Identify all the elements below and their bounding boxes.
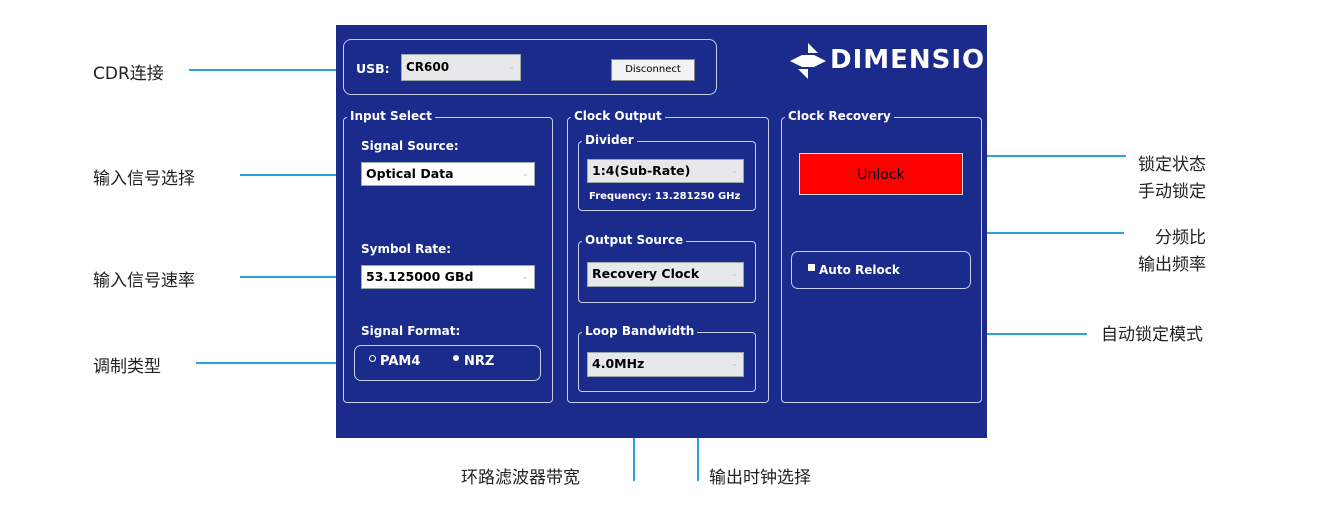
chevron-down-icon: ⌄ [521, 169, 529, 179]
annotation-output-frequency: 输出频率 [1138, 255, 1206, 275]
leader-line [240, 174, 362, 176]
checkbox-icon [808, 264, 815, 271]
leader-line [196, 362, 356, 364]
clock-output-title: Clock Output [571, 109, 665, 123]
symbol-rate-value: 53.125000 GBd [366, 269, 474, 284]
chevron-down-icon: ⌄ [730, 269, 738, 279]
input-select-title: Input Select [347, 109, 435, 123]
usb-device-value: CR600 [406, 60, 450, 74]
chevron-down-icon: ⌄ [507, 62, 515, 72]
loop-bandwidth-select[interactable]: 4.0MHz ⌄ [587, 352, 744, 377]
annotation-auto-lock-mode: 自动锁定模式 [1101, 325, 1203, 345]
input-select-group: Input Select [343, 109, 553, 403]
radio-nrz[interactable]: NRZ [453, 354, 494, 369]
annotation-loop-filter-bandwidth: 环路滤波器带宽 [461, 468, 580, 488]
chevron-down-icon: ⌄ [730, 166, 738, 176]
leader-line [189, 69, 360, 71]
signal-format-radio-group [354, 345, 541, 381]
usb-device-select[interactable]: CR600 ⌄ [401, 54, 521, 81]
leader-line [240, 276, 362, 278]
signal-source-label: Signal Source: [361, 139, 459, 153]
annotation-input-signal-rate: 输入信号速率 [93, 271, 195, 291]
radio-pam4[interactable]: PAM4 [369, 354, 420, 369]
clock-output-group: Clock Output [567, 109, 769, 403]
divider-value: 1:4(Sub-Rate) [592, 163, 691, 178]
signal-source-select[interactable]: Optical Data ⌄ [361, 162, 535, 186]
chevron-down-icon: ⌄ [730, 359, 738, 369]
divider-select[interactable]: 1:4(Sub-Rate) ⌄ [587, 159, 744, 183]
divider-group: Divider [578, 133, 756, 211]
usb-group [343, 39, 717, 95]
annotation-cdr-link: CDR连接 [93, 64, 164, 84]
chevron-down-icon: ⌄ [521, 272, 529, 282]
radio-pam4-label: PAM4 [380, 354, 421, 369]
annotation-modulation-type: 调制类型 [93, 357, 161, 377]
annotation-lock-state: 锁定状态 [1138, 155, 1206, 175]
leader-line [924, 333, 1087, 335]
radio-nrz-label: NRZ [464, 354, 495, 369]
annotation-output-clock-select: 输出时钟选择 [709, 468, 811, 488]
auto-relock-checkbox[interactable]: Auto Relock [808, 263, 900, 277]
clock-recovery-group: Clock Recovery [781, 109, 982, 403]
symbol-rate-label: Symbol Rate: [361, 242, 452, 256]
radio-selected-icon [453, 355, 459, 361]
signal-format-label: Signal Format: [361, 324, 461, 338]
symbol-rate-select[interactable]: 53.125000 GBd ⌄ [361, 265, 535, 289]
loop-bandwidth-group: Loop Bandwidth [578, 324, 756, 392]
radio-unselected-icon [369, 355, 376, 362]
loop-bandwidth-value: 4.0MHz [592, 356, 645, 371]
output-source-select[interactable]: Recovery Clock ⌄ [587, 262, 744, 287]
annotation-input-signal-select: 输入信号选择 [93, 169, 195, 189]
cdr-control-panel: USB: CR600 ⌄ Disconnect DIMENSION Input … [336, 25, 1007, 438]
dimension-logo: DIMENSION [788, 39, 1007, 83]
annotation-manual-lock: 手动锁定 [1138, 182, 1206, 202]
divider-title: Divider [582, 133, 637, 147]
logo-text: DIMENSION [830, 45, 1008, 75]
signal-source-value: Optical Data [366, 166, 454, 181]
clock-recovery-title: Clock Recovery [785, 109, 894, 123]
leader-line [930, 155, 1126, 157]
auto-relock-label: Auto Relock [819, 263, 900, 277]
output-frequency-text: Frequency: 13.281250 GHz [589, 191, 741, 202]
output-source-title: Output Source [582, 233, 687, 247]
loop-bandwidth-title: Loop Bandwidth [582, 324, 698, 338]
annotation-divide-ratio: 分频比 [1155, 228, 1206, 248]
output-source-value: Recovery Clock [592, 266, 700, 281]
disconnect-button[interactable]: Disconnect [611, 59, 695, 81]
logo-mark-icon [790, 43, 826, 79]
usb-label: USB: [356, 61, 390, 76]
output-source-group: Output Source [578, 233, 756, 303]
auto-relock-container [791, 251, 971, 289]
unlock-button[interactable]: Unlock [799, 153, 963, 195]
